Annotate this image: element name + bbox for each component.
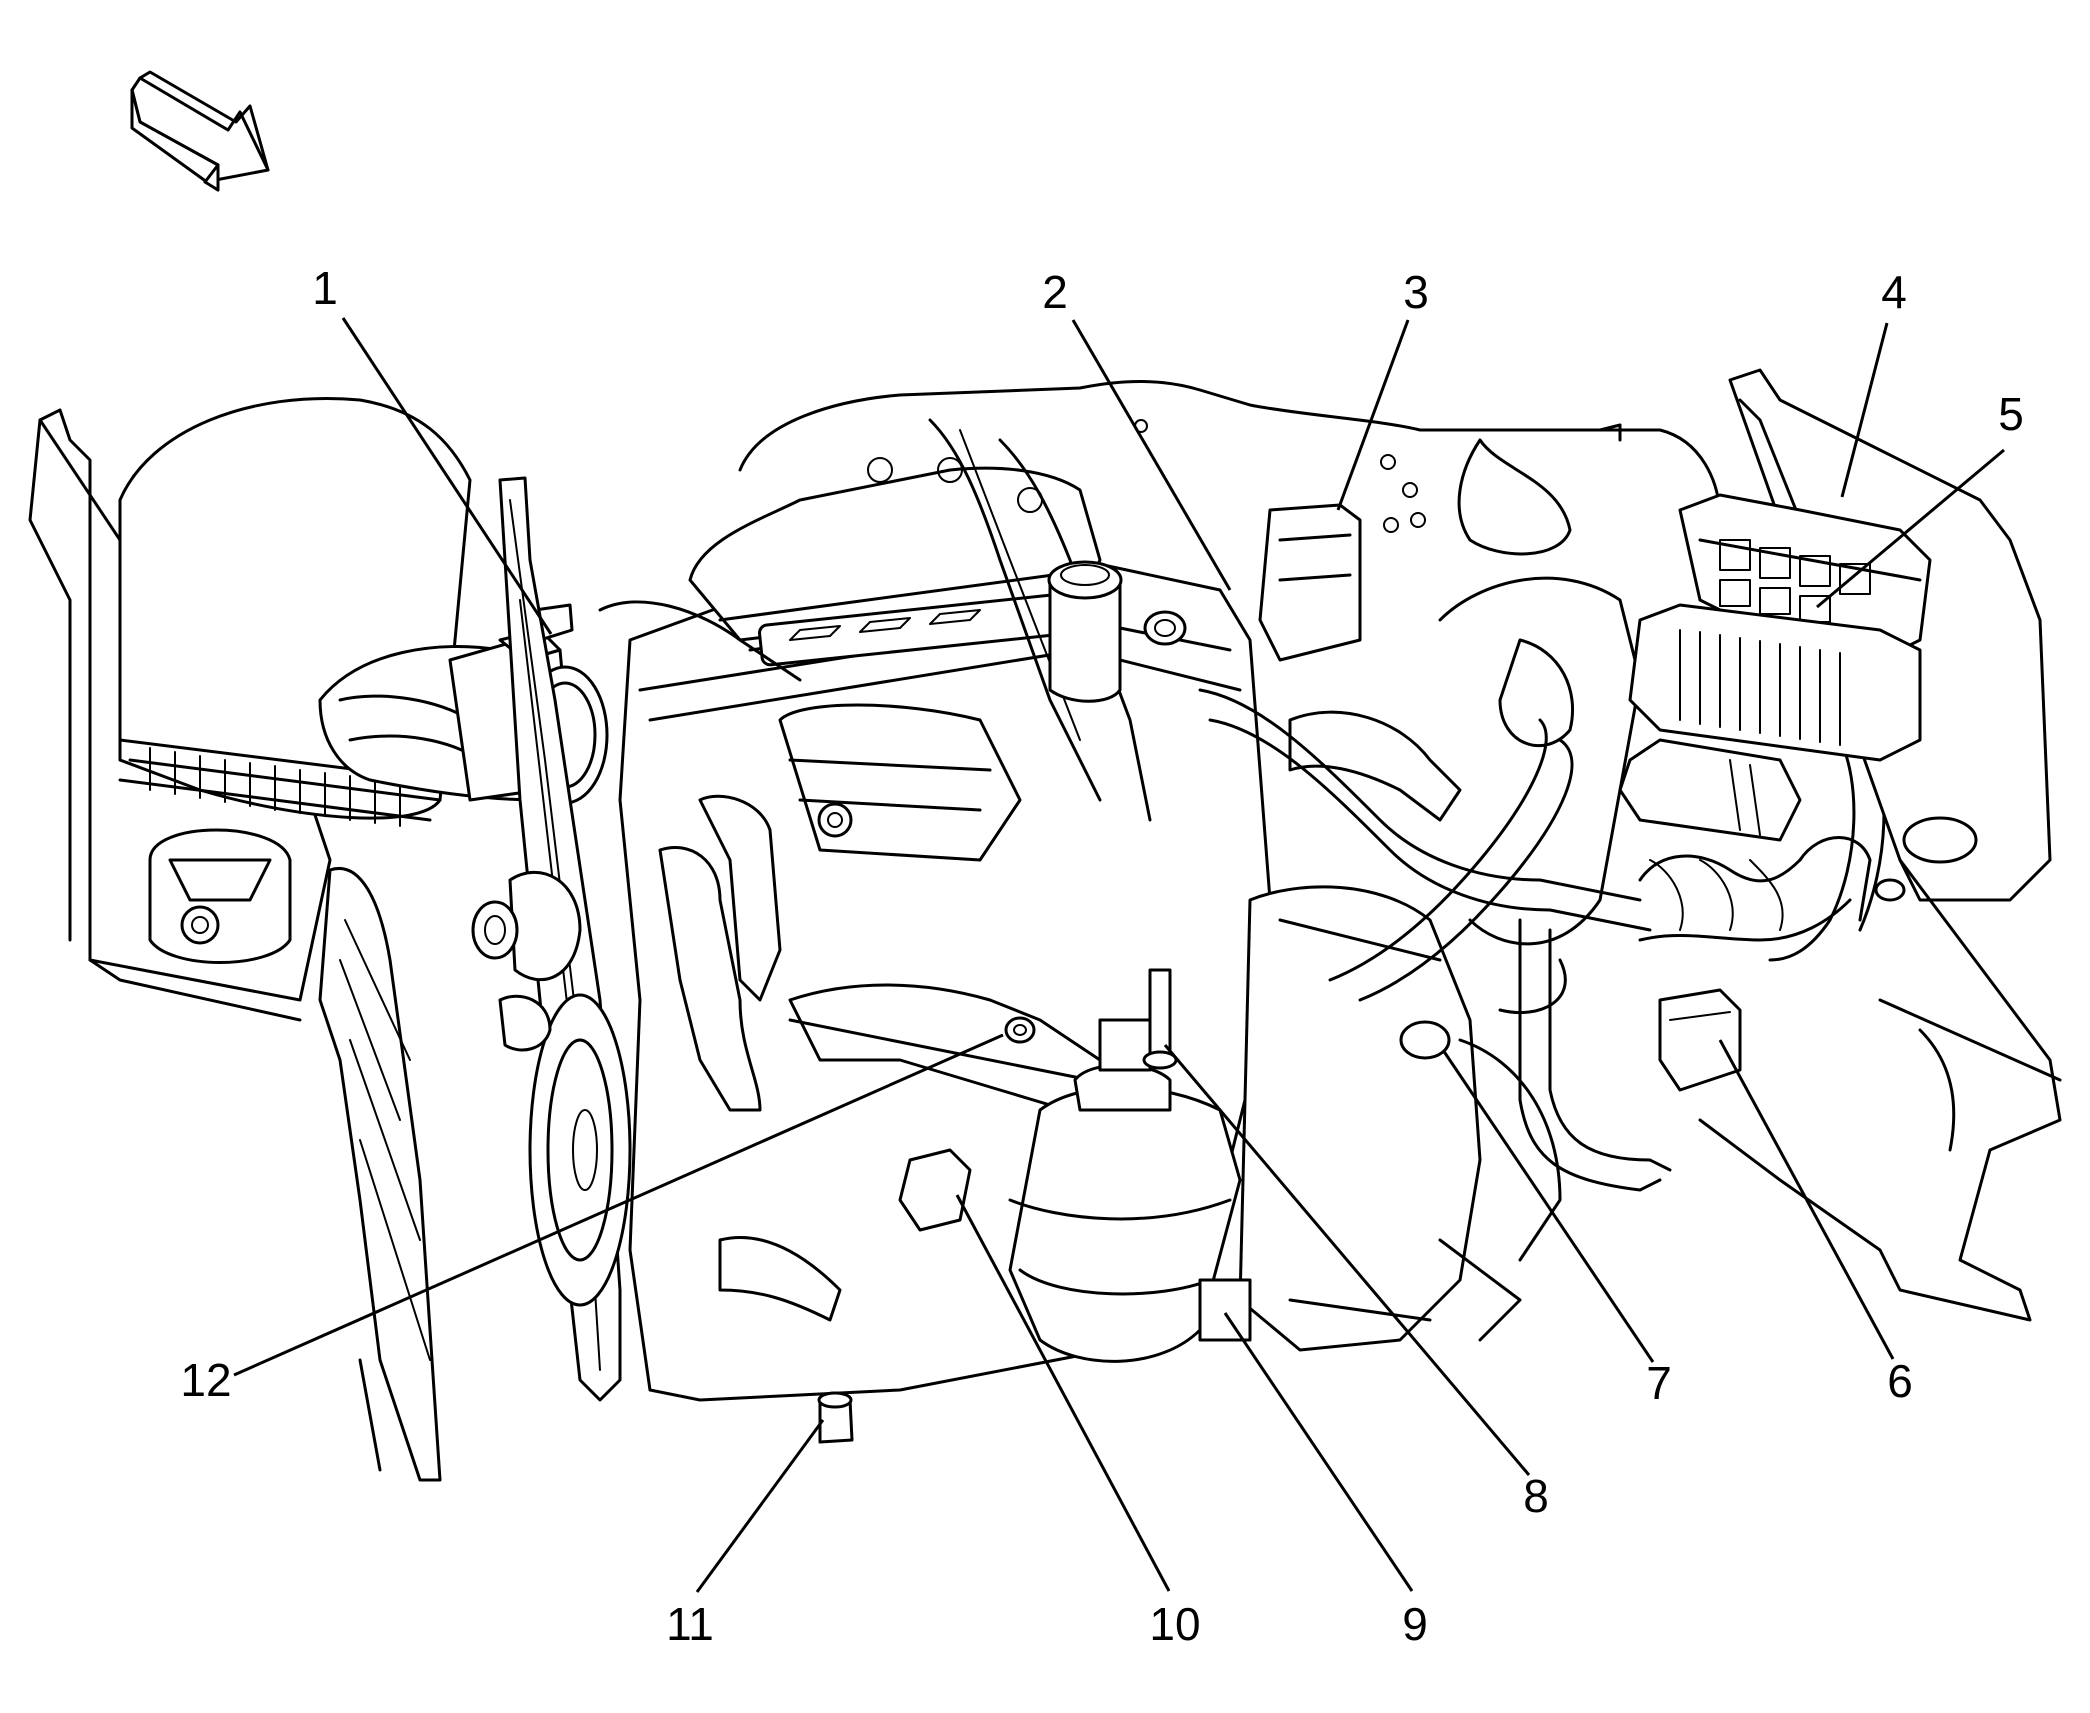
callout-1: 1 — [312, 262, 338, 314]
callout-leaders — [233, 317, 2005, 1593]
firewall-panel — [738, 380, 1742, 1015]
transmission-housing — [1238, 885, 1562, 1352]
accessory-drive-belt — [471, 476, 632, 1402]
callout-3: 3 — [1403, 266, 1429, 318]
callout-2: 2 — [1042, 266, 1068, 318]
callout-5: 5 — [1998, 388, 2024, 440]
catalytic-converter — [1008, 1018, 1242, 1363]
engine-wiring-harness — [598, 600, 1886, 1192]
view-direction-arrow-icon — [130, 70, 270, 192]
engine-control-module — [1618, 603, 1922, 842]
callout-8: 8 — [1523, 1470, 1549, 1522]
radiator-support-bracket — [318, 867, 442, 1482]
callout-12: 12 — [180, 1354, 231, 1406]
callout-7: 7 — [1646, 1357, 1672, 1409]
callout-11: 11 — [666, 1598, 714, 1650]
callout-9: 9 — [1402, 1598, 1428, 1650]
callout-10: 10 — [1149, 1598, 1200, 1650]
callout-4: 4 — [1881, 266, 1907, 318]
callout-6: 6 — [1887, 1355, 1913, 1407]
coolant-hoses — [658, 710, 1462, 1322]
sensors-connectors — [817, 503, 1742, 1444]
callout-labels: 1 2 3 4 5 6 7 8 9 10 11 12 — [180, 262, 2023, 1650]
